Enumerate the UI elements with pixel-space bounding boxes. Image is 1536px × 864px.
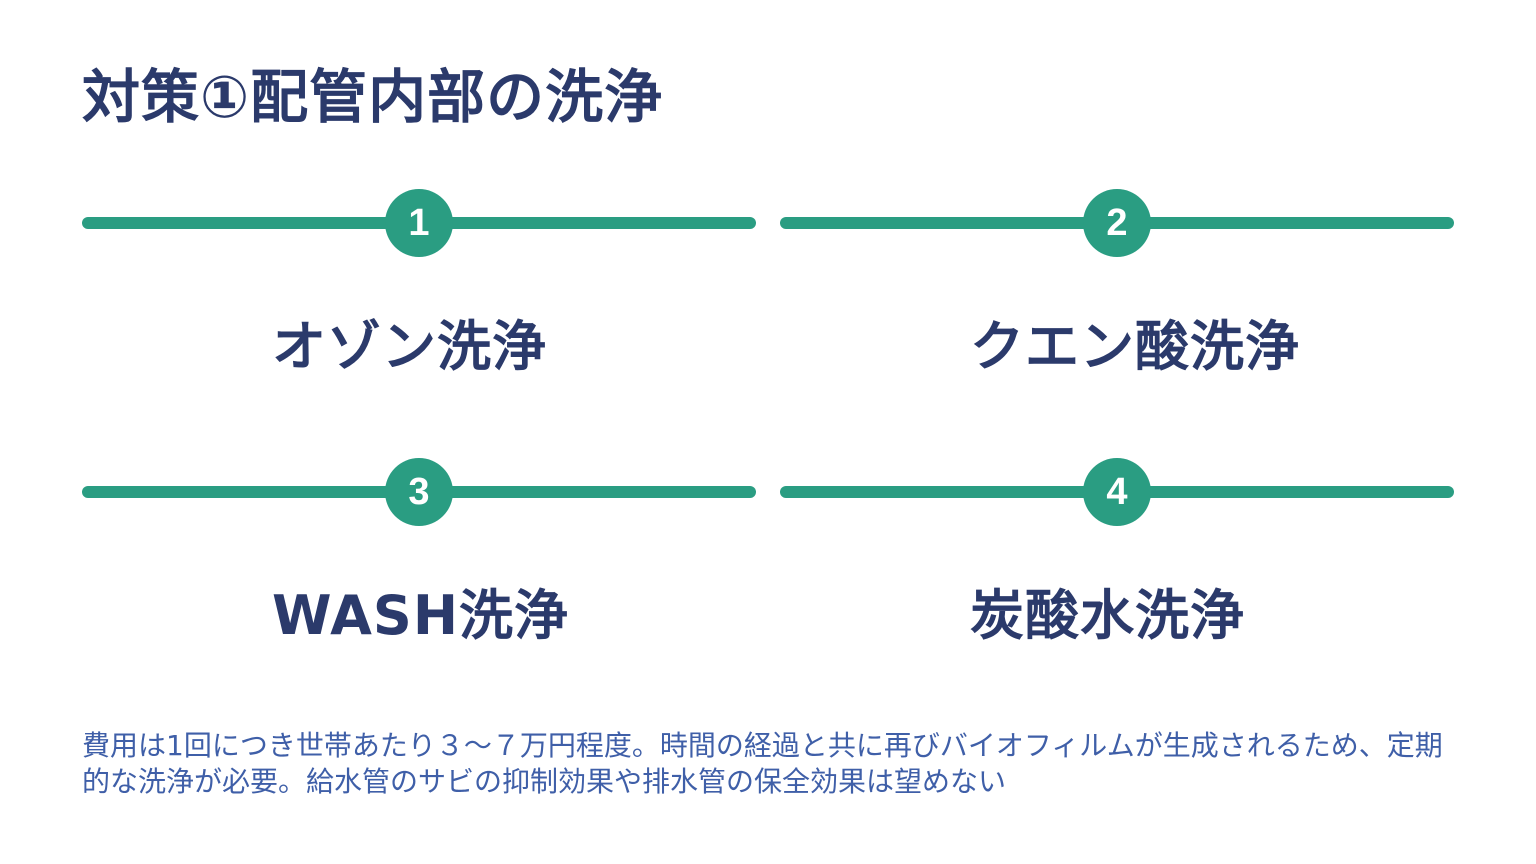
method-item-3: 3 WASH洗浄 bbox=[82, 453, 756, 653]
cost-note: 費用は1回につき世帯あたり３～７万円程度。時間の経過と共に再びバイオフィルムが生… bbox=[82, 729, 1443, 798]
number-badge: 3 bbox=[385, 458, 453, 526]
number-badge: 1 bbox=[385, 189, 453, 257]
method-label: 炭酸水洗浄 bbox=[970, 584, 1245, 647]
method-item-2: 2 クエン酸洗浄 bbox=[780, 184, 1454, 384]
method-item-1: 1 オゾン洗浄 bbox=[82, 184, 756, 384]
method-label: クエン酸洗浄 bbox=[970, 315, 1300, 378]
method-label: オゾン洗浄 bbox=[272, 315, 547, 378]
method-item-4: 4 炭酸水洗浄 bbox=[780, 453, 1454, 653]
page-title: 対策①配管内部の洗浄 bbox=[82, 63, 664, 131]
method-label: WASH洗浄 bbox=[272, 584, 570, 647]
number-badge: 2 bbox=[1083, 189, 1151, 257]
number-badge: 4 bbox=[1083, 458, 1151, 526]
